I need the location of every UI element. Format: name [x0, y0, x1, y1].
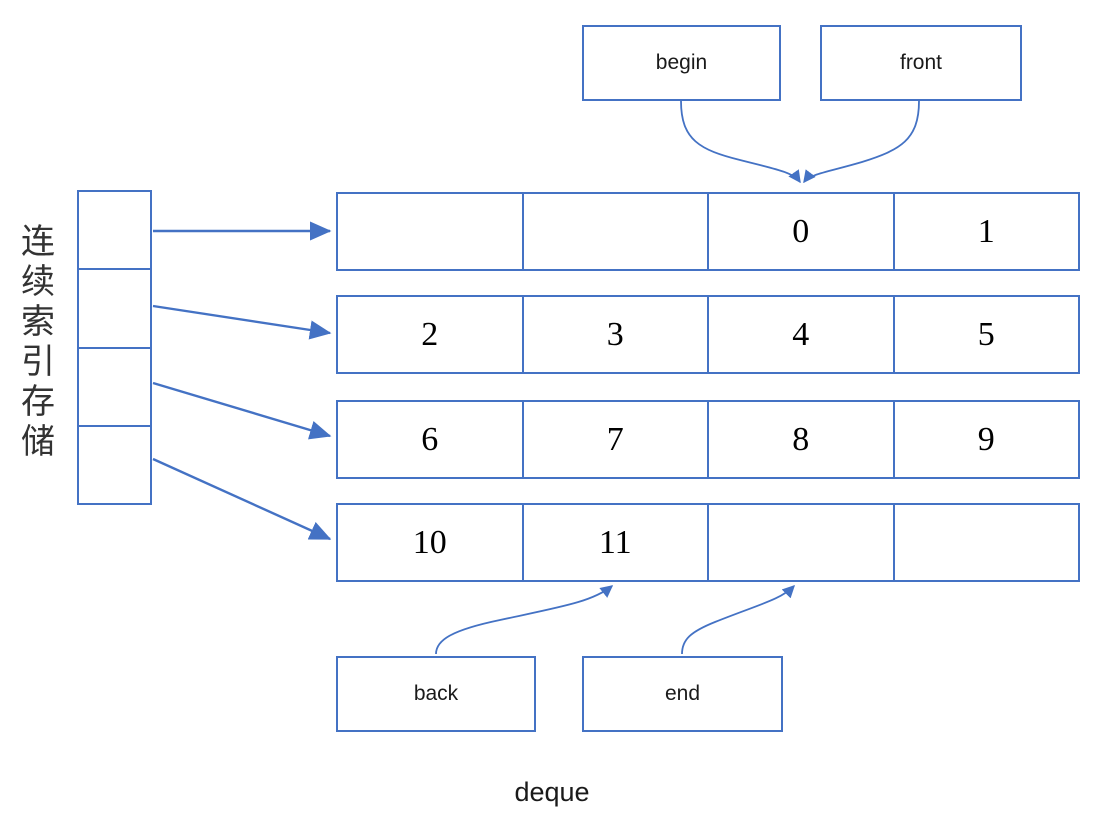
map-array: [77, 190, 152, 505]
buffer-cell[interactable]: [524, 194, 709, 269]
connector-end-pointer: [681, 584, 796, 655]
buffer-cell[interactable]: 3: [524, 297, 709, 372]
map-slot-3[interactable]: [79, 427, 150, 503]
buffer-cell[interactable]: 1: [977, 212, 995, 250]
connector-map1-buffer1: [152, 304, 332, 340]
buffer-row-2: 6 7 8 9: [336, 400, 1080, 479]
buffer-cell[interactable]: 11: [524, 505, 709, 580]
buffer-cell[interactable]: 0: [709, 194, 895, 269]
diagram-caption: deque: [514, 777, 590, 807]
buffer-row-3: 10 11: [336, 503, 1080, 582]
connector-begin-pointer: [680, 100, 801, 184]
pointer-box-end[interactable]: end: [582, 656, 783, 732]
connector-map2-buffer2: [152, 381, 332, 440]
buffer-cell[interactable]: [709, 505, 895, 580]
buffer-cell[interactable]: 10: [338, 505, 524, 580]
buffer-cell[interactable]: 7: [524, 402, 709, 477]
buffer-cell[interactable]: 8: [709, 402, 895, 477]
buffer-row-0: 0 1: [336, 192, 1080, 271]
connector-front-pointer: [803, 100, 920, 184]
buffer-cell[interactable]: 2: [338, 297, 524, 372]
buffer-cell[interactable]: 9: [977, 420, 995, 458]
pointer-box-begin[interactable]: begin: [582, 25, 781, 101]
connector-back-pointer: [435, 585, 614, 655]
connector-map3-buffer3: [152, 457, 332, 541]
buffer-row-1: 2 3 4 5: [336, 295, 1080, 374]
pointer-box-front[interactable]: front: [820, 25, 1022, 101]
map-slot-2[interactable]: [79, 349, 150, 427]
storage-vertical-label: 连 续 索 引 存 储: [21, 222, 55, 462]
buffer-cell[interactable]: [895, 505, 1079, 580]
buffer-cell[interactable]: 5: [977, 315, 995, 353]
map-slot-0[interactable]: [79, 192, 150, 271]
pointer-box-back[interactable]: back: [336, 656, 536, 732]
buffer-cell[interactable]: 6: [338, 402, 524, 477]
buffer-cell[interactable]: 4: [709, 297, 895, 372]
map-slot-1[interactable]: [79, 270, 150, 349]
buffer-cell[interactable]: [338, 194, 524, 269]
